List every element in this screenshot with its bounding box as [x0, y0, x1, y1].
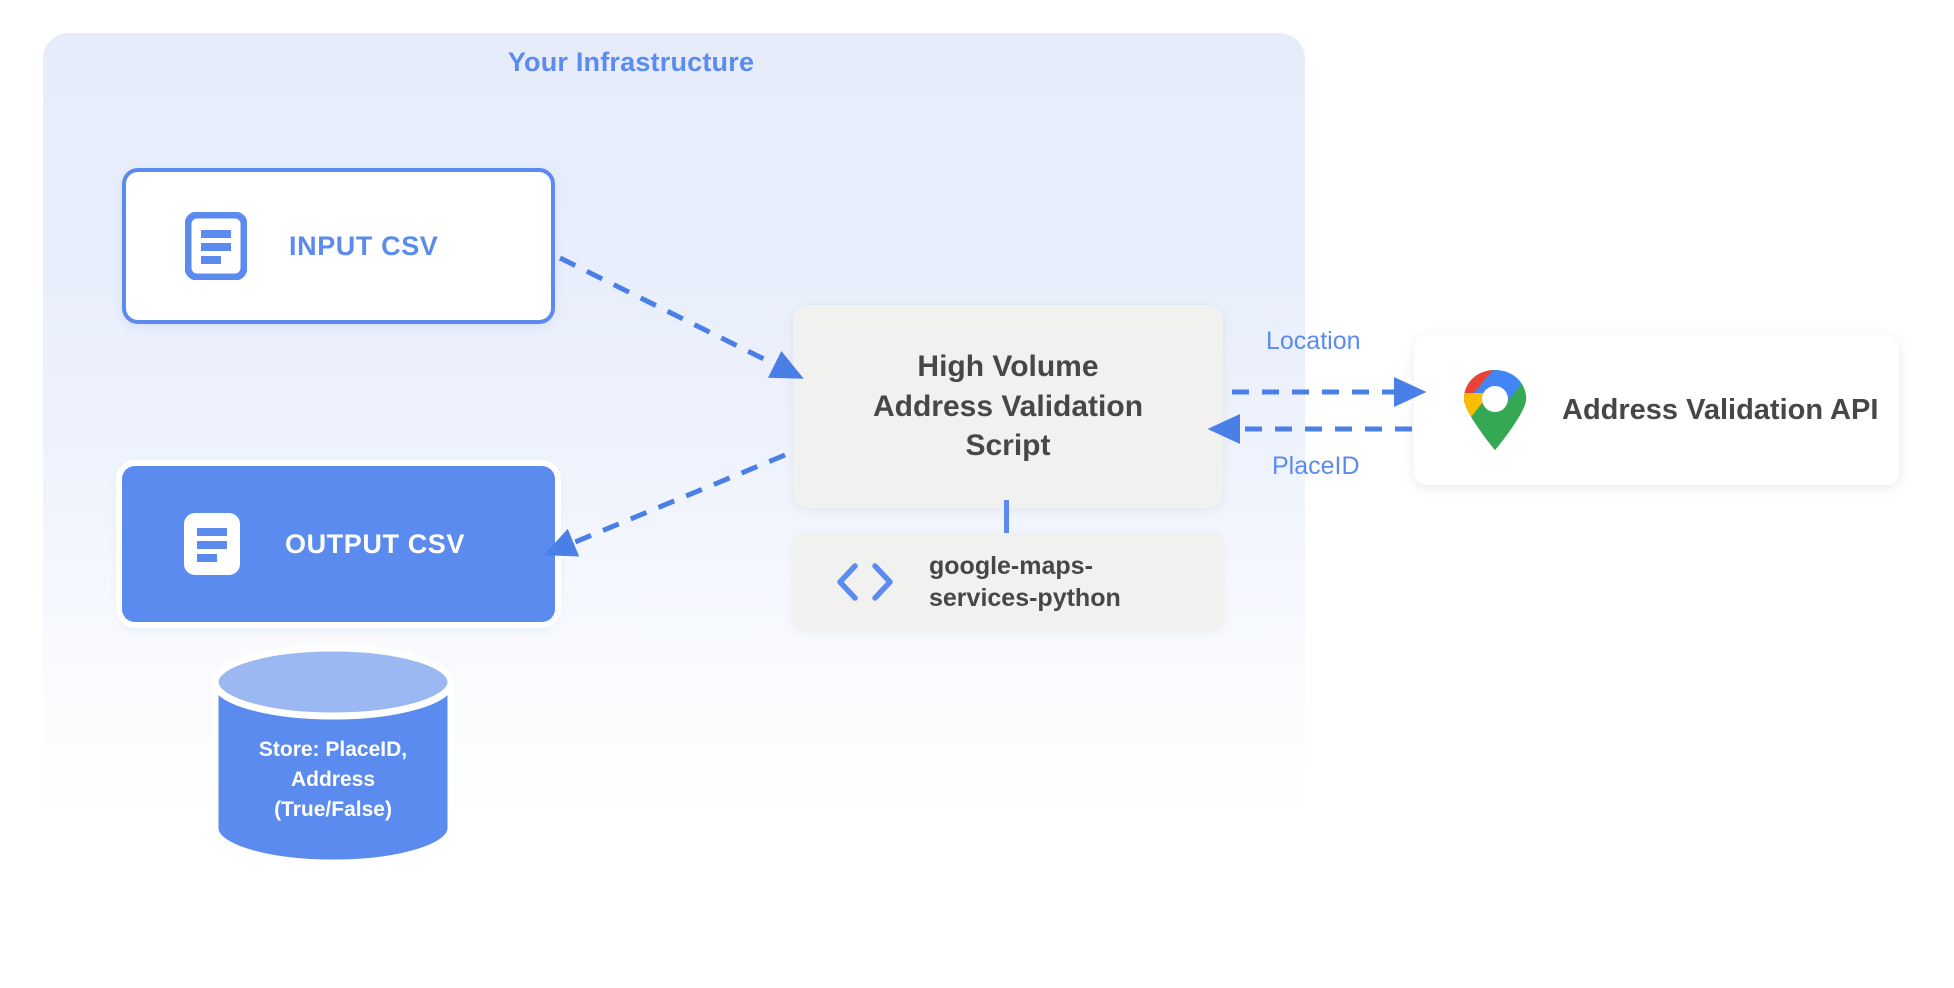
- document-icon: [184, 513, 240, 575]
- node-input-csv-label: INPUT CSV: [289, 230, 439, 261]
- library-line-1: google-maps-: [929, 552, 1093, 580]
- script-line-3: Script: [965, 429, 1051, 463]
- node-address-validation-api[interactable]: Address Validation API: [1414, 335, 1899, 485]
- script-library-connector: [1004, 500, 1009, 536]
- google-maps-pin-icon: [1464, 370, 1526, 450]
- node-output-csv-label: OUTPUT CSV: [285, 528, 466, 559]
- library-line-2: services-python: [929, 584, 1121, 612]
- node-input-csv[interactable]: INPUT CSV: [122, 168, 555, 324]
- code-brackets-icon: [837, 563, 893, 601]
- node-client-library[interactable]: google-maps- services-python: [793, 533, 1223, 631]
- edge-label-placeid: PlaceID: [1272, 452, 1360, 480]
- infrastructure-title: Your Infrastructure: [507, 47, 755, 77]
- document-icon: [185, 212, 247, 280]
- node-address-validation-api-label: Address Validation API: [1562, 393, 1879, 426]
- database-cylinder-icon[interactable]: [212, 645, 454, 865]
- script-line-2: Address Validation: [872, 389, 1144, 423]
- node-validation-script-text: High Volume Address Validation Script: [873, 347, 1143, 466]
- edge-label-location: Location: [1266, 327, 1361, 355]
- script-line-1: High Volume: [917, 350, 1099, 384]
- node-client-library-label: google-maps- services-python: [929, 550, 1121, 614]
- node-output-csv[interactable]: OUTPUT CSV: [122, 466, 555, 622]
- node-validation-script[interactable]: High Volume Address Validation Script: [793, 305, 1223, 508]
